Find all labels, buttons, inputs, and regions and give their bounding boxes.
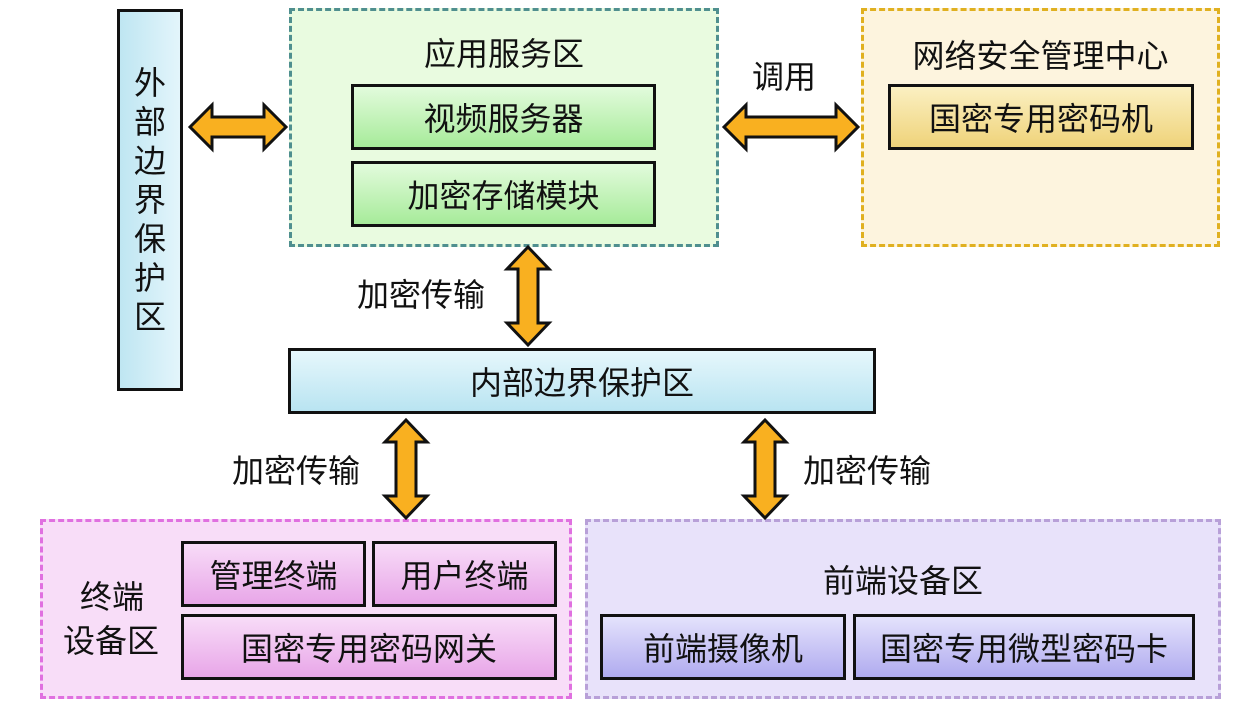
external-boundary-char: 界 bbox=[133, 180, 166, 219]
arrow-internal-frontend bbox=[740, 417, 790, 521]
external-boundary-char: 区 bbox=[133, 297, 166, 336]
arrow-app-security bbox=[721, 101, 861, 153]
external-boundary-char: 部 bbox=[133, 102, 166, 141]
sm-crypto-gateway-box: 国密专用密码网关 bbox=[181, 614, 557, 680]
management-terminal-box: 管理终端 bbox=[181, 541, 366, 607]
double-arrow-vertical bbox=[381, 417, 431, 521]
external-boundary-char: 外 bbox=[133, 63, 166, 102]
arrow-internal-terminal bbox=[381, 417, 431, 521]
double-arrow-horizontal bbox=[721, 101, 861, 153]
video-server-box: 视频服务器 bbox=[351, 84, 656, 150]
arrow-app-internal bbox=[503, 244, 553, 348]
transfer-label-terminal: 加密传输 bbox=[232, 452, 361, 490]
sm-micro-crypto-card-box: 国密专用微型密码卡 bbox=[853, 614, 1195, 680]
terminal-zone-title-line2: 设备区 bbox=[63, 622, 160, 660]
external-boundary-char: 护 bbox=[133, 258, 166, 297]
external-boundary-char: 保 bbox=[133, 219, 166, 258]
double-arrow-horizontal bbox=[187, 101, 289, 153]
arrow-external-app bbox=[187, 101, 289, 153]
encrypted-storage-box: 加密存储模块 bbox=[351, 161, 656, 227]
external-boundary-box: 外部边界保护区 bbox=[117, 9, 183, 391]
transfer-label-app-internal: 加密传输 bbox=[357, 276, 486, 314]
app-zone-title: 应用服务区 bbox=[423, 35, 584, 73]
double-arrow-vertical bbox=[740, 417, 790, 521]
frontend-camera-box: 前端摄像机 bbox=[600, 614, 846, 680]
security-center-title: 网络安全管理中心 bbox=[912, 37, 1169, 75]
call-label: 调用 bbox=[752, 58, 817, 96]
external-boundary-label: 外部边界保护区 bbox=[134, 64, 166, 337]
internal-boundary-box: 内部边界保护区 bbox=[288, 348, 876, 414]
external-boundary-char: 边 bbox=[133, 141, 166, 180]
user-terminal-box: 用户终端 bbox=[372, 541, 557, 607]
sm-crypto-machine-box: 国密专用密码机 bbox=[888, 84, 1194, 150]
terminal-zone-title-line1: 终端 bbox=[80, 578, 145, 616]
transfer-label-frontend: 加密传输 bbox=[803, 452, 932, 490]
double-arrow-vertical bbox=[503, 244, 553, 348]
frontend-zone-title: 前端设备区 bbox=[822, 562, 983, 600]
